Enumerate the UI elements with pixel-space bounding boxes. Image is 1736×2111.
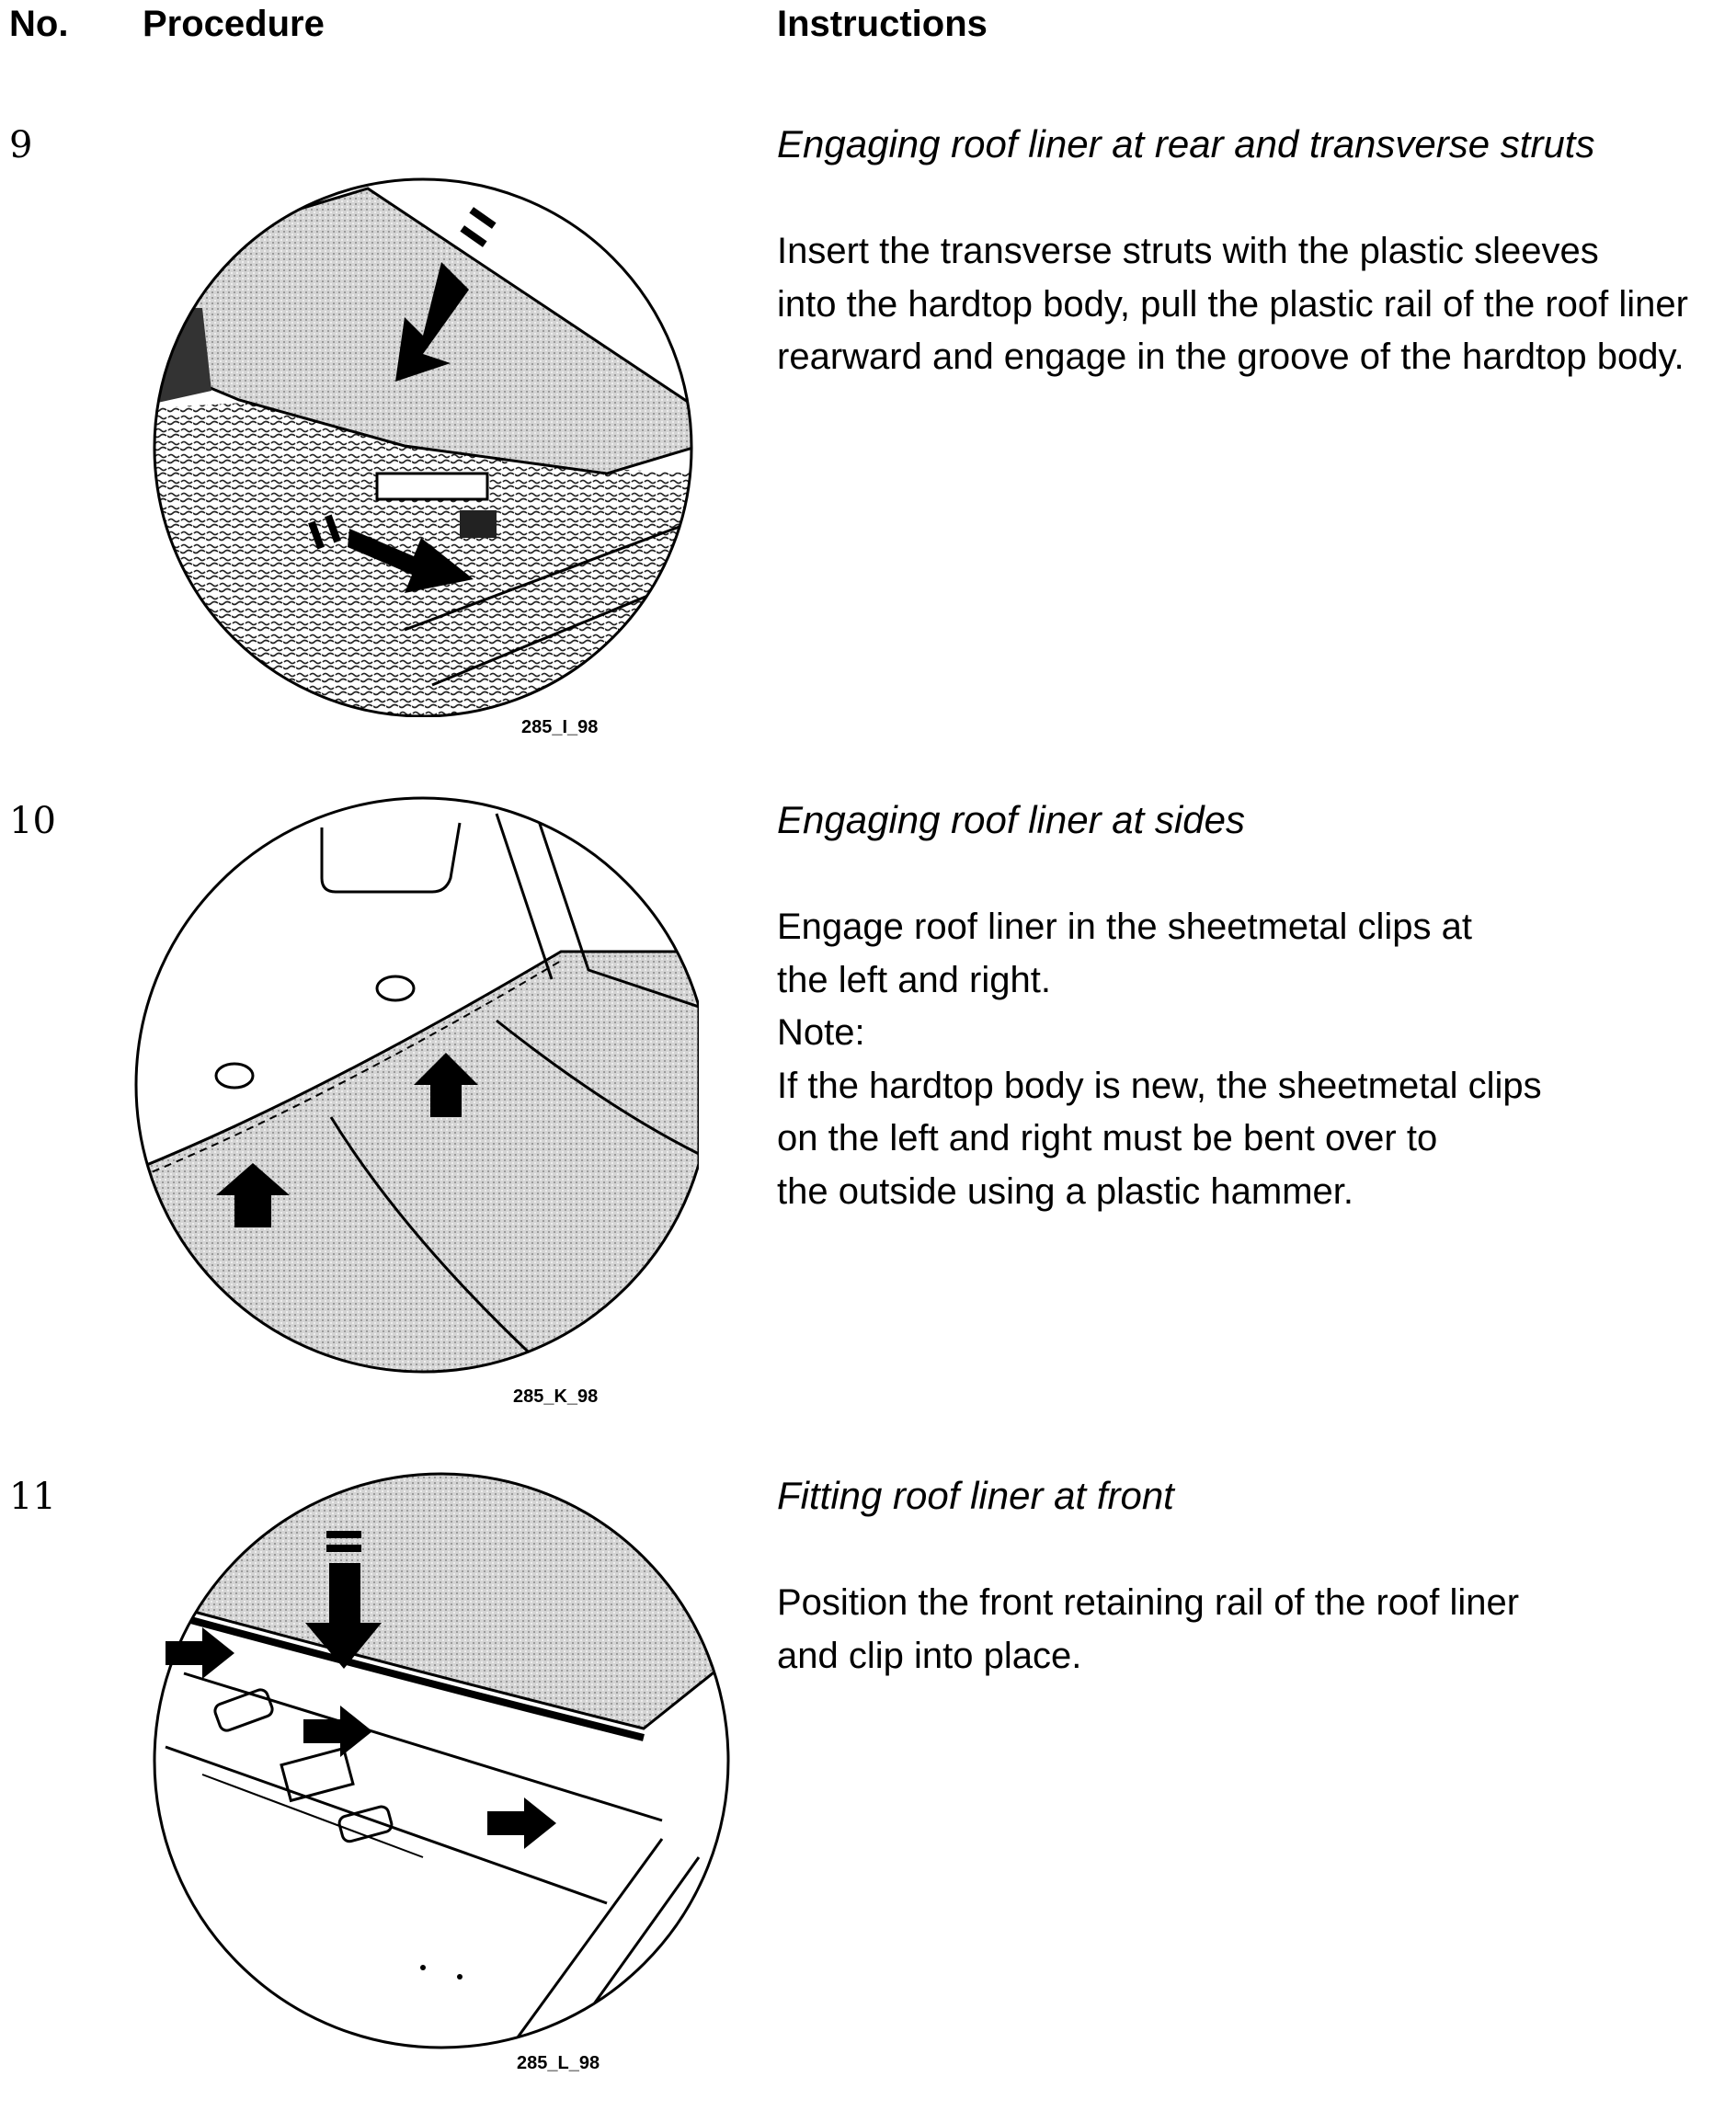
instruction-line: Position the front retaining rail of the… bbox=[777, 1582, 1520, 1623]
step-title: Engaging roof liner at rear and transver… bbox=[777, 122, 1595, 165]
arrow-up-icon bbox=[216, 1053, 478, 1227]
column-header-no: No. bbox=[9, 4, 69, 44]
step-title: Engaging roof liner at sides bbox=[777, 798, 1245, 841]
instruction-line: the left and right. bbox=[777, 959, 1051, 1000]
instruction-line: Insert the transverse struts with the pl… bbox=[777, 231, 1599, 271]
figure-label: 285_K_98 bbox=[513, 1386, 599, 1407]
instruction-line: rearward and engage in the groove of the… bbox=[777, 337, 1685, 377]
step-title: Fitting roof liner at front bbox=[777, 1474, 1174, 1517]
instruction-line: Engage roof liner in the sheetmetal clip… bbox=[777, 907, 1472, 947]
instruction-line: and clip into place. bbox=[777, 1635, 1082, 1676]
arrow-down-icon bbox=[395, 207, 497, 382]
arrow-down-icon bbox=[305, 1531, 382, 1669]
instruction-line: Note: bbox=[777, 1012, 865, 1053]
instruction-line: on the left and right must be bent over … bbox=[777, 1118, 1438, 1158]
step-instructions: Position the front retaining rail of the… bbox=[777, 1577, 1519, 1683]
arrow-right-icon bbox=[166, 1627, 556, 1849]
step-number: 10 bbox=[9, 800, 56, 842]
figure-label: 285_I_98 bbox=[521, 717, 599, 737]
column-header-procedure: Procedure bbox=[143, 4, 325, 44]
step-instructions: Insert the transverse struts with the pl… bbox=[777, 225, 1688, 384]
column-header-instructions: Instructions bbox=[777, 4, 988, 44]
step-number: 9 bbox=[9, 124, 33, 166]
instruction-line: the outside using a plastic hammer. bbox=[777, 1170, 1354, 1212]
figure-label: 285_L_98 bbox=[517, 2053, 600, 2073]
instruction-line: into the hardtop body, pull the plastic … bbox=[777, 283, 1688, 325]
arrow-right-icon bbox=[308, 514, 474, 593]
roof-liner-rear-illustration bbox=[153, 177, 693, 717]
step-instructions: Engage roof liner in the sheetmetal clip… bbox=[777, 901, 1542, 1218]
roof-liner-front-illustration bbox=[153, 1472, 730, 2049]
step-number: 11 bbox=[9, 1476, 56, 1518]
roof-liner-sides-illustration bbox=[134, 796, 699, 1374]
instruction-line: If the hardtop body is new, the sheetmet… bbox=[777, 1065, 1542, 1106]
